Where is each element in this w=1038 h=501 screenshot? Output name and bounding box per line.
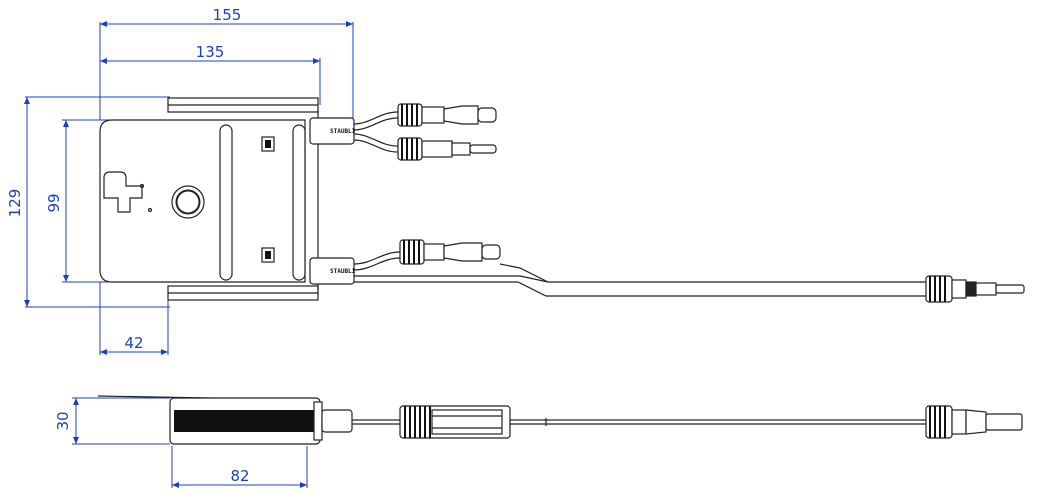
side-view-gland: [321, 409, 353, 433]
dimension-lines: [25, 22, 354, 488]
dim-slot-offset: 42: [124, 334, 143, 352]
body-slot-left: [219, 124, 233, 281]
dim-side-length: 82: [230, 467, 249, 485]
mc4-connector-long-end: [925, 275, 1025, 303]
center-hole-inner: [175, 189, 201, 215]
mc4-connector-upper-a: [397, 103, 497, 127]
mc4-connector-upper-b: [397, 137, 497, 161]
body-slot-right: [292, 124, 306, 281]
center-hole-outer: [171, 185, 205, 219]
lower-box-tag: STAUBLI: [330, 268, 356, 275]
keyhole-slot-icon: [103, 171, 143, 213]
lower-cables: [353, 251, 926, 297]
screw-hole-small-2: [147, 207, 153, 213]
dim-overall-width: 155: [213, 6, 242, 24]
upper-box-tag: STAUBLI: [330, 128, 356, 135]
screw-hole-small-1: [139, 183, 145, 189]
mc4-connector-lower-a: [399, 239, 501, 265]
dim-plate-width: 135: [196, 43, 225, 61]
cable-gland-lower: [309, 257, 355, 285]
top-view: [99, 97, 355, 301]
dim-overall-height: 129: [6, 189, 24, 218]
side-view-fin-band: [174, 410, 314, 432]
dimension-arrows: [24, 21, 353, 488]
mounting-plate: [99, 119, 306, 283]
cable-gland-upper: [309, 117, 355, 145]
dim-plate-height: 99: [45, 193, 63, 212]
side-view: [97, 395, 1023, 445]
upper-cables: [353, 111, 399, 153]
dim-side-thickness: 30: [54, 411, 72, 430]
